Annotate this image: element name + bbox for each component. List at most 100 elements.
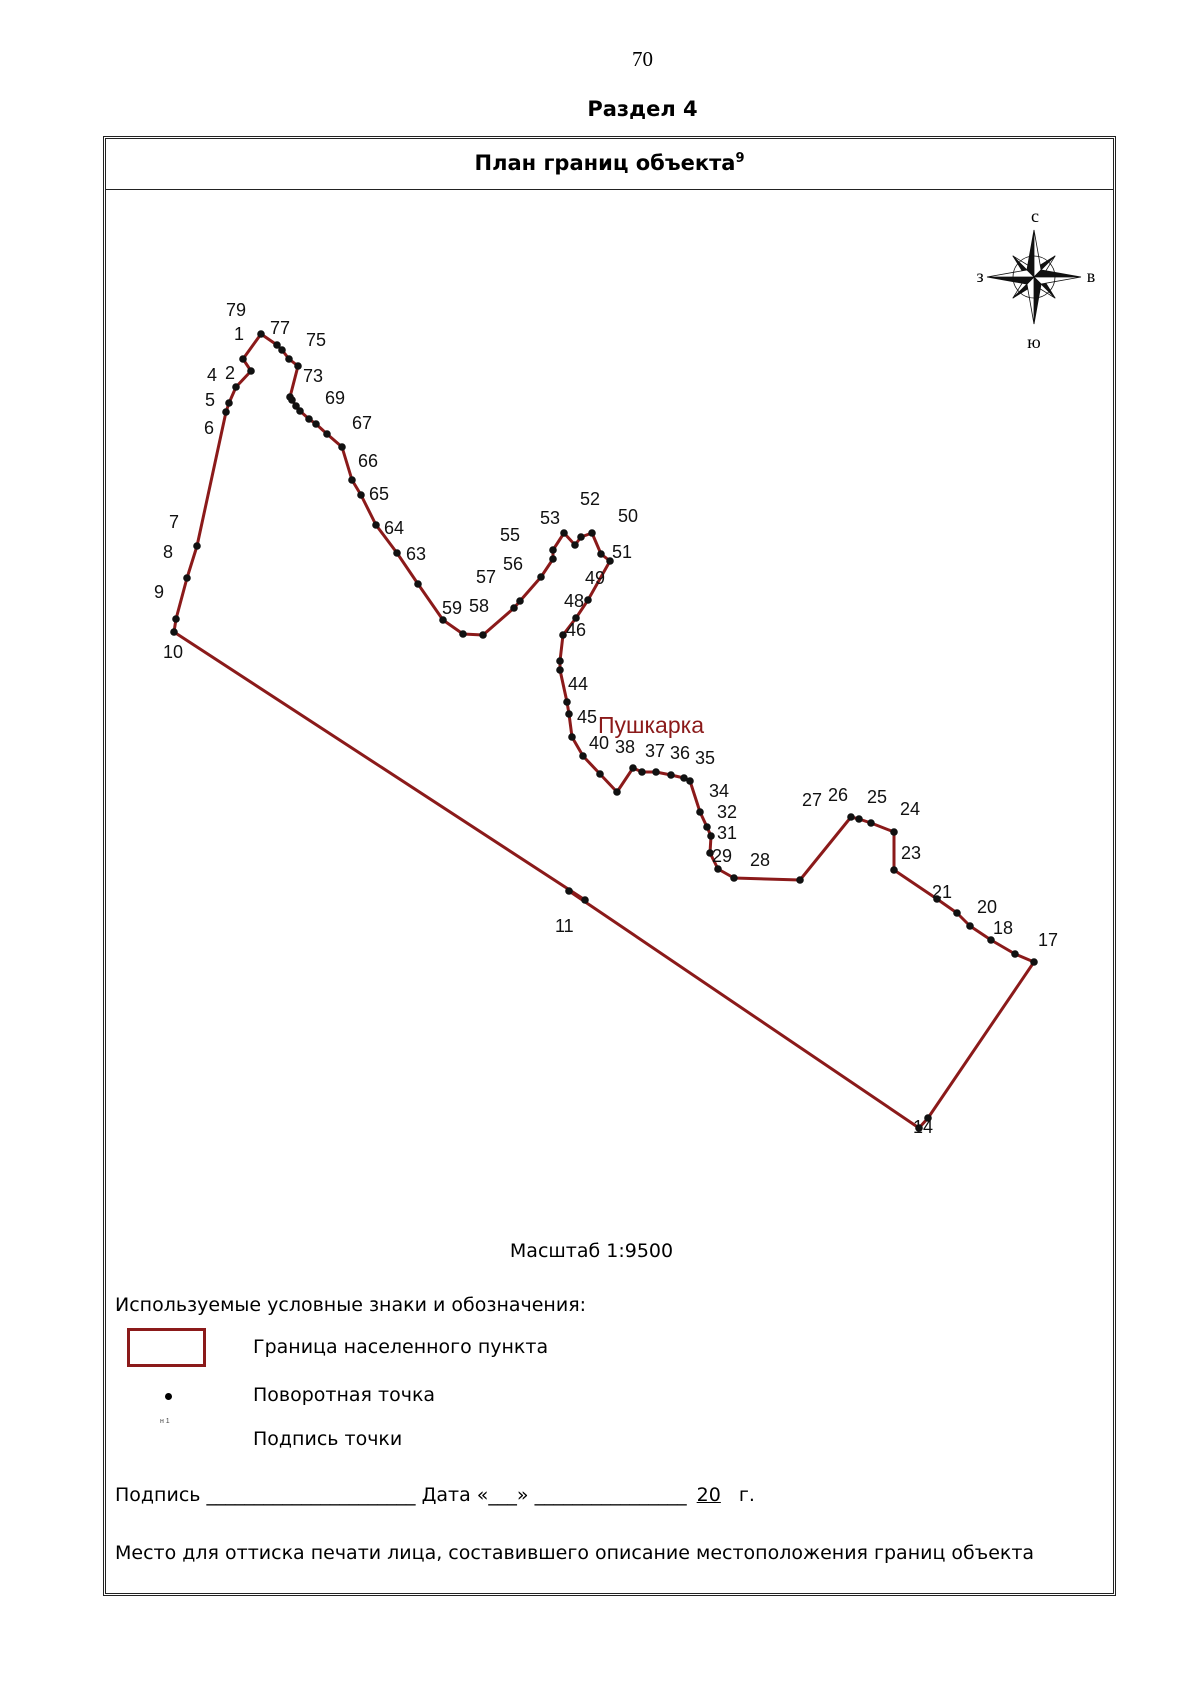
point-label: 52: [580, 489, 600, 509]
point-label: 11: [555, 916, 574, 936]
turning-point-20: [933, 895, 941, 903]
map-scale: Масштаб 1:9500: [509, 1240, 674, 1262]
turning-point-17: [987, 936, 995, 944]
turning-point-10: [170, 628, 178, 636]
date-month-blank: ________________: [534, 1484, 687, 1506]
turning-point-63: [439, 616, 447, 624]
point-label: 79: [226, 300, 246, 320]
plan-title-row: План границ объекта9: [106, 139, 1113, 190]
turning-point-66: [372, 521, 380, 529]
point-label: 56: [503, 554, 523, 574]
turning-point-78: [285, 355, 293, 363]
point-label: 23: [901, 843, 921, 863]
point-label: 75: [306, 330, 326, 350]
turning-point-9: [172, 615, 180, 623]
section-title: Раздел 4: [587, 97, 698, 121]
point-label: 58: [469, 596, 489, 616]
turning-point-77: [294, 362, 302, 370]
turning-point-29: [706, 849, 714, 857]
legend-heading: Используемые условные знаки и обозначени…: [115, 1294, 587, 1316]
point-label: 69: [325, 388, 345, 408]
point-label: 46: [566, 620, 586, 640]
point-label: 55: [500, 525, 520, 545]
turning-point-16: [1011, 950, 1019, 958]
turning-point-38: [629, 764, 637, 772]
turning-point-28: [714, 865, 722, 873]
point-label: 7: [169, 512, 179, 532]
turning-point-34: [680, 774, 688, 782]
turning-point-44: [563, 698, 571, 706]
plan-frame: План границ объекта9: [103, 136, 1116, 1596]
point-label: 14: [913, 1117, 933, 1137]
turning-point-45: [556, 666, 564, 674]
turning-point-24: [855, 815, 863, 823]
turning-point-35: [667, 771, 675, 779]
point-label: 49: [585, 568, 605, 588]
signature-line: Подпись ______________________ Дата «___…: [115, 1484, 755, 1506]
point-label: 67: [352, 413, 372, 433]
point-label: 37: [645, 741, 665, 761]
point-label: 29: [712, 846, 732, 866]
point-label: 31: [717, 823, 737, 843]
turning-point-7: [193, 542, 201, 550]
point-label: 24: [900, 799, 920, 819]
date-label: Дата «___»: [421, 1484, 529, 1506]
point-label: 20: [977, 897, 997, 917]
plan-title: План границ объекта9: [475, 151, 745, 175]
point-label: 4: [207, 365, 217, 385]
turning-point-22: [890, 828, 898, 836]
turning-point-67: [357, 491, 365, 499]
turning-point-46: [556, 657, 564, 665]
compass-east-label: в: [1087, 266, 1096, 286]
point-label: 48: [564, 591, 584, 611]
turning-point-65: [393, 549, 401, 557]
point-label: 10: [163, 642, 183, 662]
point-label: 6: [204, 418, 214, 438]
turning-point-53: [577, 533, 585, 541]
turning-point-58: [537, 573, 545, 581]
turning-point-62: [459, 630, 467, 638]
date-year: 20: [696, 1484, 721, 1506]
turning-point-69: [338, 443, 346, 451]
point-label: 77: [270, 318, 290, 338]
turning-point-57: [549, 555, 557, 563]
point-label: 9: [154, 582, 164, 602]
point-label: 36: [670, 743, 690, 763]
turning-point-71: [312, 420, 320, 428]
turning-point-5: [225, 399, 233, 407]
compass-west-label: з: [976, 266, 983, 286]
point-label: 50: [618, 506, 638, 526]
turning-point-2: [239, 355, 247, 363]
turning-point-31: [703, 823, 711, 831]
point-label: 63: [406, 544, 426, 564]
point-label: 17: [1038, 930, 1058, 950]
point-label: 25: [867, 787, 887, 807]
point-label: 53: [540, 508, 560, 528]
turning-point-48: [572, 614, 580, 622]
signature-blank: ______________________: [206, 1484, 416, 1506]
point-label: 2: [225, 363, 235, 383]
point-label: 45: [577, 707, 597, 727]
year-suffix: г.: [738, 1484, 755, 1506]
point-label: 64: [384, 518, 404, 538]
point-label: 32: [717, 802, 737, 822]
point-label: 26: [828, 785, 848, 805]
turning-point-15: [1030, 958, 1038, 966]
legend-boundary-label: Граница населенного пункта: [253, 1336, 549, 1358]
point-label: 65: [369, 484, 389, 504]
turning-point-18: [966, 922, 974, 930]
turning-point-59: [516, 597, 524, 605]
point-label: 59: [442, 598, 462, 618]
point-label: 28: [750, 850, 770, 870]
turning-point-36: [652, 768, 660, 776]
legend-boundary-swatch: [127, 1328, 206, 1367]
point-label: 5: [205, 390, 215, 410]
turning-point-55: [560, 529, 568, 537]
turning-point-8: [183, 574, 191, 582]
point-label: 73: [303, 366, 323, 386]
compass-rose-icon: [986, 229, 1082, 325]
point-label: 1: [234, 324, 244, 344]
turning-point-3: [247, 367, 255, 375]
turning-point-74: [292, 402, 300, 410]
turning-point-33: [686, 777, 694, 785]
